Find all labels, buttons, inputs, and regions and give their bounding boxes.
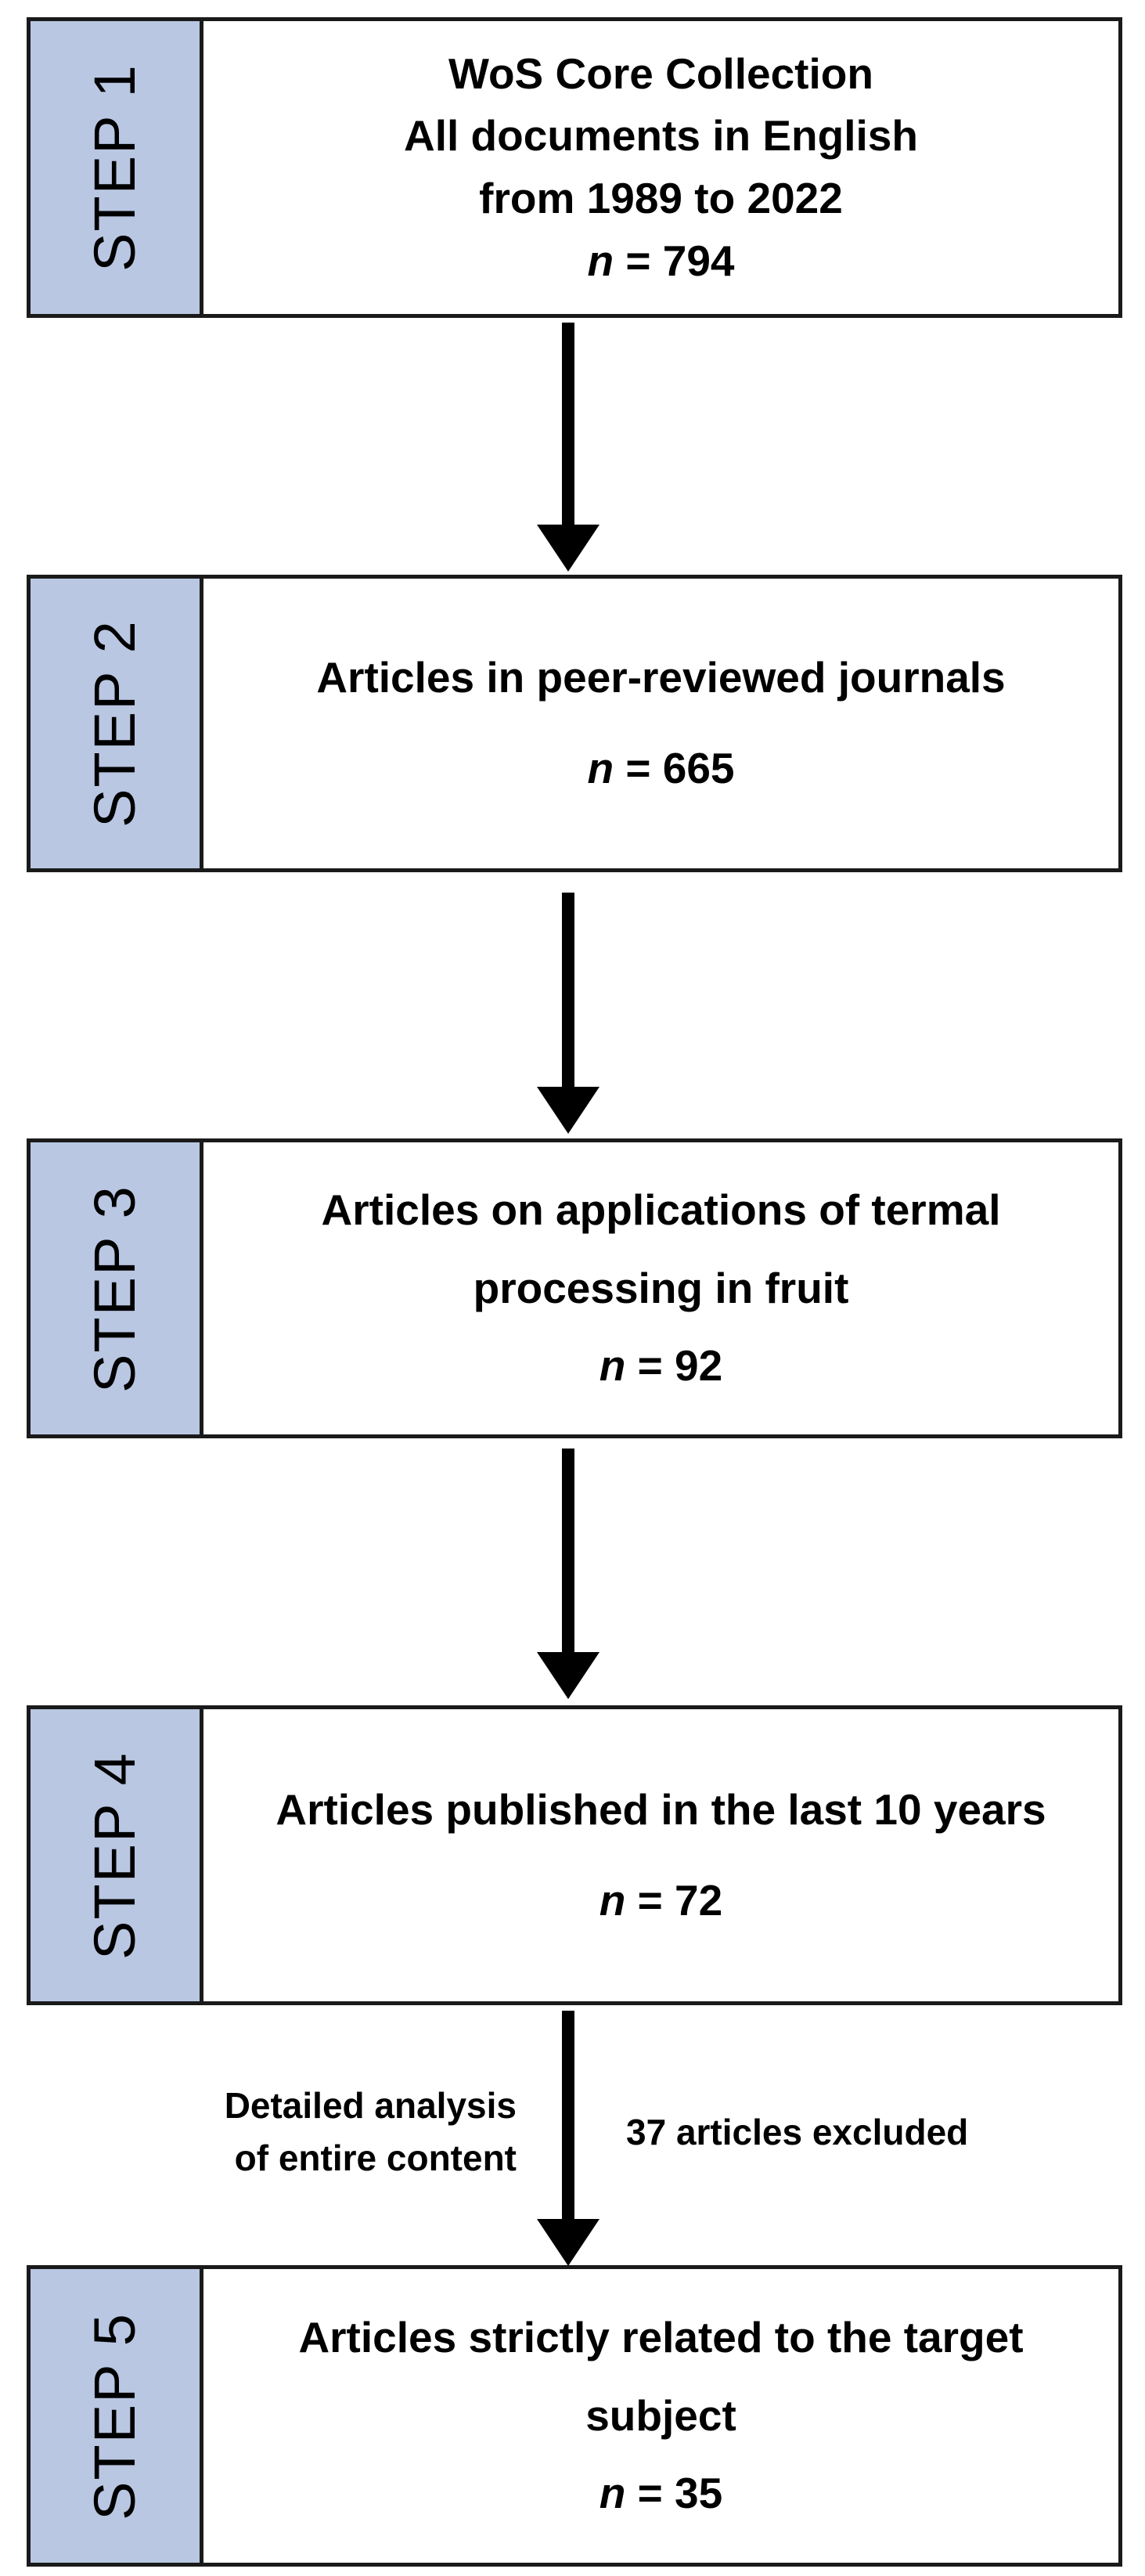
step-1-label: STEP 1 xyxy=(82,63,147,272)
step-1-line-1: WoS Core Collection xyxy=(448,49,873,98)
step-4-count-value: = 72 xyxy=(625,1875,723,1925)
step-4-label: STEP 4 xyxy=(82,1751,147,1960)
step-1-tab: STEP 1 xyxy=(31,21,203,314)
step-2-box: STEP 2 Articles in peer-reviewed journal… xyxy=(27,575,1122,872)
excluded-count-note: 37 articles excluded xyxy=(626,2106,968,2159)
step-2-count: n = 665 xyxy=(587,738,734,800)
arrow-step2-to-step3 xyxy=(537,893,600,1134)
exclusion-criteria-line-1: Detailed analysis xyxy=(224,2085,517,2126)
step-3-count: n = 92 xyxy=(600,1335,722,1398)
step-5-count-var: n xyxy=(599,2469,626,2518)
step-4-count: n = 72 xyxy=(600,1870,722,1932)
step-2-content: Articles in peer-reviewed journals n = 6… xyxy=(203,579,1118,868)
step-3-line-1: Articles on applications of termal xyxy=(321,1185,1001,1234)
step-2-line-1: Articles in peer-reviewed journals xyxy=(316,653,1006,702)
step-1-box: STEP 1 WoS Core Collection All documents… xyxy=(27,17,1122,318)
step-3-label: STEP 3 xyxy=(82,1184,147,1393)
step-4-count-var: n xyxy=(599,1875,626,1925)
step-4-tab: STEP 4 xyxy=(31,1709,203,2001)
step-2-count-value: = 665 xyxy=(614,744,735,792)
step-1-line-2: All documents in English xyxy=(404,111,918,161)
arrow-step1-to-step2 xyxy=(537,323,600,572)
step-1-count-value: = 794 xyxy=(614,236,735,285)
arrow-step3-to-step4 xyxy=(537,1449,600,1699)
step-1-count-var: n xyxy=(587,236,614,285)
step-3-line-2: processing in fruit xyxy=(473,1263,849,1312)
step-1-line-3: from 1989 to 2022 xyxy=(479,174,843,222)
step-5-label: STEP 5 xyxy=(82,2311,147,2520)
step-1-content: WoS Core Collection All documents in Eng… xyxy=(203,21,1118,314)
step-3-count-value: = 92 xyxy=(625,1341,723,1391)
step-3-count-var: n xyxy=(599,1341,626,1391)
step-5-count-value: = 35 xyxy=(625,2469,723,2518)
step-3-content: Articles on applications of termal proce… xyxy=(203,1142,1118,1434)
step-5-content: Articles strictly related to the target … xyxy=(203,2269,1118,2563)
step-3-box: STEP 3 Articles on applications of terma… xyxy=(27,1138,1122,1438)
step-4-line-1: Articles published in the last 10 years xyxy=(275,1784,1046,1834)
excluded-count-text: 37 articles excluded xyxy=(626,2112,969,2152)
step-4-content: Articles published in the last 10 years … xyxy=(203,1709,1118,2001)
step-4-box: STEP 4 Articles published in the last 10… xyxy=(27,1705,1122,2005)
step-5-box: STEP 5 Articles strictly related to the … xyxy=(27,2265,1122,2567)
step-2-label: STEP 2 xyxy=(82,619,147,828)
step-3-tab: STEP 3 xyxy=(31,1142,203,1434)
exclusion-criteria-note: Detailed analysis of entire content xyxy=(172,2080,517,2184)
exclusion-criteria-line-2: of entire content xyxy=(234,2137,517,2178)
step-2-count-var: n xyxy=(587,744,614,792)
arrow-step4-to-step5 xyxy=(537,2011,600,2266)
step-2-tab: STEP 2 xyxy=(31,579,203,868)
step-1-count: n = 794 xyxy=(587,230,734,293)
step-5-count: n = 35 xyxy=(600,2462,722,2525)
step-5-line-1: Articles strictly related to the target xyxy=(298,2312,1024,2361)
step-5-line-2: subject xyxy=(585,2390,736,2440)
step-5-tab: STEP 5 xyxy=(31,2269,203,2563)
